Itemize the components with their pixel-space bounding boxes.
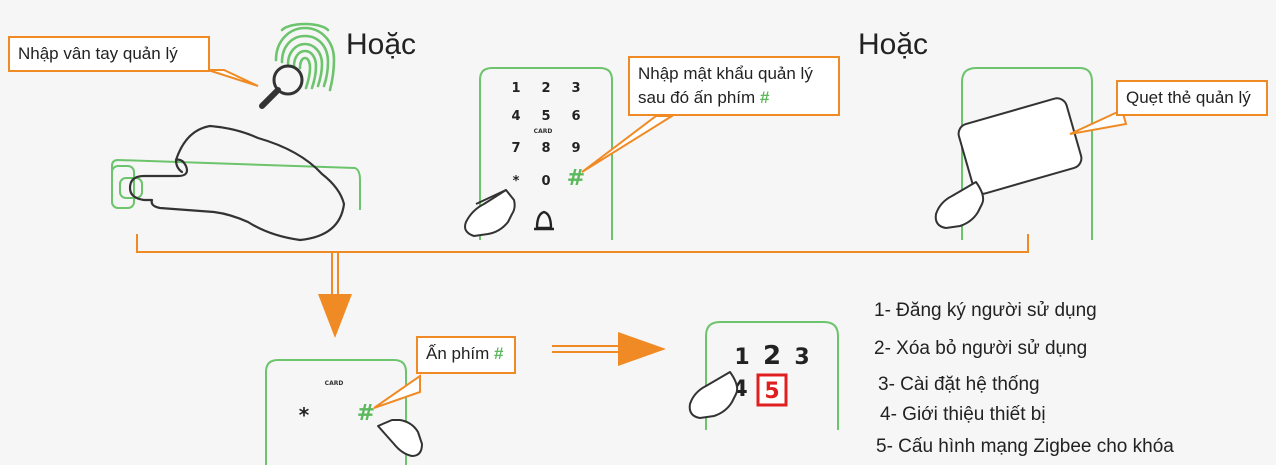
bottom-keypad-brand: CARD [325, 380, 344, 387]
bottom-hash-key: # [357, 401, 375, 426]
password-callout-line2: sau đó ấn phím # [638, 86, 830, 110]
keypad-key-star: * [513, 174, 520, 189]
menu-item-4: 4- Giới thiệu thiết bị [880, 404, 1046, 425]
keypad-key-6: 6 [571, 109, 580, 124]
or-label-left: Hoặc [346, 28, 417, 61]
keypad-key-8: 8 [541, 141, 550, 156]
menu-item-2: 2- Xóa bỏ người sử dụng [874, 338, 1088, 359]
magnifier-icon [259, 64, 304, 109]
keypad-keys: 1 2 3 4 5 6 7 8 9 * 0 # [511, 81, 585, 191]
menu-item-3: 3- Cài đặt hệ thống [878, 374, 1040, 395]
keypad-key-3: 3 [571, 81, 580, 96]
bottom-keypad-device [265, 359, 407, 465]
menu-item-5: 5- Cấu hình mạng Zigbee cho khóa [876, 436, 1174, 457]
card-callout: Quẹt thẻ quản lý [1116, 80, 1268, 116]
card-reader-device [961, 67, 1093, 240]
fingerprint-callout-text: Nhập vân tay quản lý [18, 44, 178, 63]
screen-digit-2: 2 [763, 341, 781, 371]
keypad-key-5: 5 [541, 109, 550, 124]
keypad-brand: CARD [534, 128, 553, 135]
screen-digit-5-selected: 5 [764, 379, 779, 404]
hand-fingerprint-icon [128, 124, 346, 242]
hand-screen-icon [688, 371, 739, 419]
screen-device [705, 321, 839, 430]
card-callout-text: Quẹt thẻ quản lý [1126, 88, 1251, 107]
hand-hash-icon [377, 419, 423, 457]
screen-digit-1: 1 [734, 345, 749, 370]
press-callout-text: Ấn phím [426, 344, 490, 363]
press-callout: Ấn phím # [416, 336, 516, 374]
fingerprint-callout: Nhập vân tay quản lý [8, 36, 210, 72]
hash-symbol-text: # [759, 88, 770, 107]
hand-keypad-icon [464, 189, 516, 237]
menu-item-1: 1- Đăng ký người sử dụng [874, 300, 1097, 321]
keypad-key-4: 4 [511, 109, 520, 124]
keypad-key-hash: # [567, 166, 585, 191]
card-callout-pointer [1069, 108, 1128, 135]
left-lock-device [111, 158, 361, 210]
password-callout-line2-text: sau đó ấn phím [638, 88, 756, 107]
password-callout-line1: Nhập mật khẩu quản lý [638, 64, 813, 83]
press-callout-pointer [373, 374, 421, 409]
fingerprint-icon [274, 22, 336, 92]
selected-option-box [756, 373, 788, 407]
down-arrow-icon [318, 252, 352, 338]
keypad-key-1: 1 [511, 81, 520, 96]
bell-icon [534, 210, 554, 231]
card-icon [957, 97, 1083, 195]
keypad-device [479, 67, 613, 240]
password-callout: Nhập mật khẩu quản lý sau đó ấn phím # [628, 56, 840, 116]
press-hash-symbol: # [494, 344, 504, 363]
right-arrow-icon [552, 332, 666, 366]
fingerprint-callout-pointer [207, 69, 259, 87]
hand-card-icon [934, 181, 985, 229]
screen-digit-3: 3 [794, 345, 809, 370]
or-label-right: Hoặc [858, 28, 929, 61]
keypad-key-0: 0 [541, 174, 550, 189]
keypad-key-2: 2 [541, 81, 550, 96]
keypad-key-9: 9 [571, 141, 580, 156]
password-callout-pointer [581, 115, 676, 173]
merge-bracket [136, 234, 1029, 253]
keypad-key-7: 7 [511, 141, 520, 156]
bottom-star-key: * [299, 403, 310, 427]
